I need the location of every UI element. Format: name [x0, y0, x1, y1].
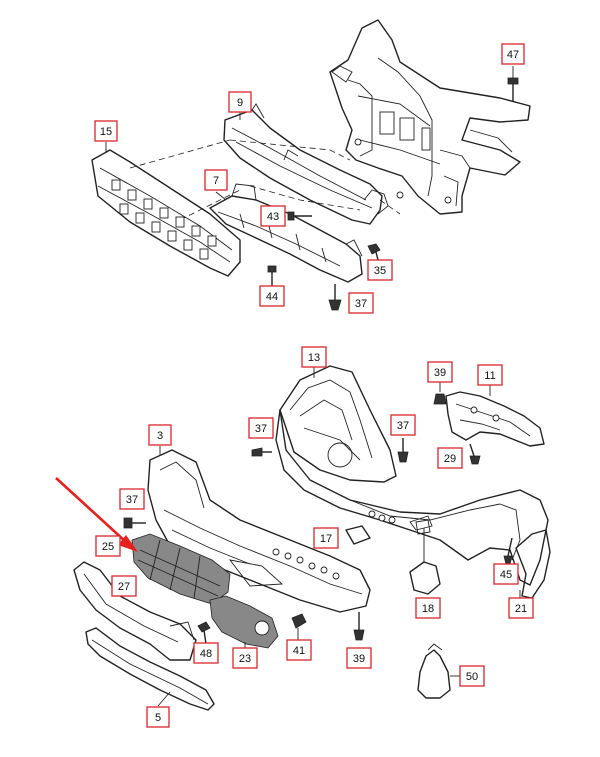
svg-text:45: 45	[500, 569, 512, 581]
callout-7: 7	[204, 169, 228, 191]
callout-50: 50	[459, 665, 485, 687]
callout-47: 47	[501, 43, 525, 65]
callout-37-upper: 37	[348, 292, 374, 314]
svg-text:35: 35	[374, 265, 386, 277]
callout-11: 11	[477, 364, 503, 386]
screw-35	[367, 243, 381, 261]
svg-text:21: 21	[515, 603, 527, 615]
screw-37-c	[123, 517, 146, 529]
callout-23: 23	[232, 647, 258, 669]
callout-39-lower: 39	[346, 647, 372, 669]
callout-37-b: 37	[390, 414, 416, 436]
callout-43: 43	[260, 205, 286, 227]
tow-cover-18	[409, 519, 441, 595]
energy-absorber-15	[91, 142, 241, 277]
svg-text:3: 3	[157, 430, 163, 442]
svg-text:25: 25	[102, 541, 114, 553]
lower-carrier-7	[209, 183, 363, 283]
svg-text:9: 9	[237, 97, 243, 109]
callout-29: 29	[437, 447, 463, 469]
svg-text:23: 23	[239, 653, 251, 665]
svg-text:37: 37	[255, 423, 267, 435]
svg-text:44: 44	[266, 291, 278, 303]
callout-9: 9	[228, 91, 252, 113]
svg-text:37: 37	[355, 298, 367, 310]
screw-48	[197, 621, 211, 645]
callout-45: 45	[493, 563, 519, 585]
grille-mesh-25	[131, 533, 231, 605]
svg-text:37: 37	[397, 420, 409, 432]
callout-21: 21	[508, 597, 534, 619]
callout-39-upper: 39	[427, 361, 453, 383]
svg-text:39: 39	[434, 367, 446, 379]
callout-48: 48	[193, 642, 219, 664]
svg-text:15: 15	[100, 126, 112, 138]
callout-15: 15	[94, 120, 118, 142]
highlight-arrow	[55, 477, 138, 552]
fog-grille-23	[209, 595, 279, 649]
svg-text:27: 27	[118, 581, 130, 593]
callout-13: 13	[301, 346, 327, 368]
bag-50	[417, 643, 460, 699]
screw-39-lower	[353, 612, 365, 641]
clip-39-upper	[433, 382, 447, 405]
svg-text:50: 50	[466, 671, 478, 683]
side-flap-21	[515, 529, 551, 599]
grille-frame-13	[279, 365, 397, 483]
svg-text:29: 29	[444, 453, 456, 465]
svg-text:11: 11	[484, 370, 495, 382]
clip-41	[291, 613, 307, 640]
callout-5: 5	[146, 706, 170, 728]
callout-37-c: 37	[119, 488, 145, 510]
svg-text:13: 13	[308, 352, 320, 364]
lock-carrier	[329, 19, 531, 215]
svg-text:37: 37	[126, 494, 138, 506]
callout-41: 41	[286, 639, 312, 661]
svg-text:5: 5	[155, 712, 161, 724]
screw-37-upper	[328, 284, 342, 311]
screw-37-b	[397, 438, 409, 463]
screw-43	[287, 211, 312, 221]
lower-trim-27	[73, 561, 197, 661]
callout-17: 17	[313, 527, 339, 549]
screw-29	[469, 443, 481, 465]
callout-37-a: 37	[248, 417, 274, 439]
callout-3: 3	[148, 424, 172, 446]
svg-text:17: 17	[320, 533, 332, 545]
bolt-47	[507, 66, 519, 102]
svg-text:47: 47	[507, 49, 519, 61]
callout-44: 44	[259, 285, 285, 307]
svg-text:18: 18	[422, 603, 434, 615]
callout-27: 27	[111, 575, 137, 597]
bracket-11	[445, 384, 545, 447]
screw-44	[267, 265, 277, 288]
svg-text:41: 41	[293, 645, 305, 657]
svg-text:7: 7	[213, 175, 219, 187]
callout-18: 18	[415, 597, 441, 619]
cap-17	[345, 525, 371, 545]
spoiler-5	[85, 627, 215, 711]
callout-25: 25	[95, 535, 121, 557]
svg-text:39: 39	[353, 653, 365, 665]
callout-35: 35	[367, 259, 393, 281]
svg-text:48: 48	[200, 648, 212, 660]
screw-37-a	[251, 447, 272, 457]
reinforcement-bar-9	[223, 103, 389, 225]
svg-text:43: 43	[267, 211, 279, 223]
